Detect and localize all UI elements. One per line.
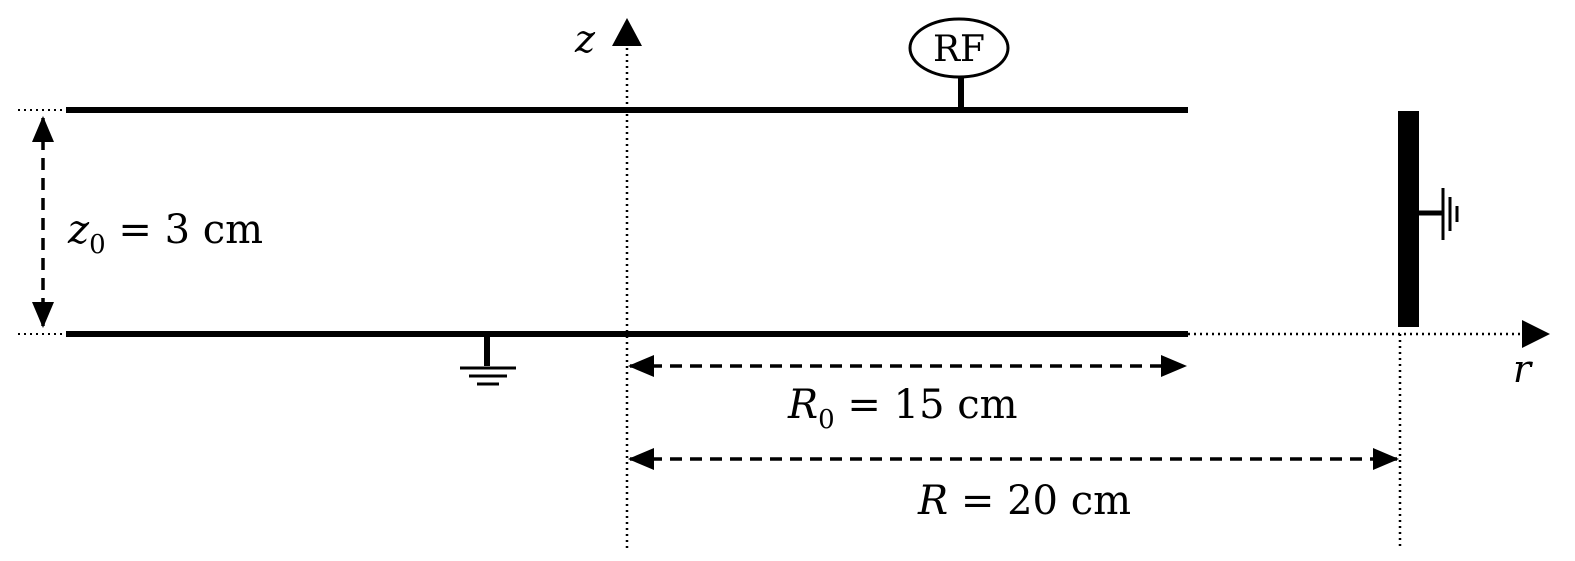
z-axis-arrowhead-icon bbox=[612, 18, 642, 46]
z-axis: z bbox=[574, 17, 642, 548]
rf-source-oval bbox=[908, 17, 1010, 79]
ground-symbol-icon bbox=[1419, 188, 1459, 240]
grounded-wall bbox=[1398, 111, 1459, 548]
electrode-radius-label: R0 = 15 cm bbox=[787, 382, 1018, 435]
rf-source: RF bbox=[908, 17, 1010, 110]
ground-symbol-icon bbox=[460, 334, 516, 386]
z-axis-label: z bbox=[574, 17, 596, 61]
gap-dimension: z0 = 3 cm bbox=[32, 116, 263, 328]
side-wall bbox=[1398, 111, 1419, 327]
r-axis: r bbox=[1188, 320, 1550, 391]
r-axis-label: r bbox=[1513, 347, 1534, 391]
gap-dimension-label: z0 = 3 cm bbox=[67, 207, 263, 260]
chamber-radius-dimension: R = 20 cm bbox=[628, 448, 1399, 524]
electrode-radius-dimension: R0 = 15 cm bbox=[628, 355, 1187, 435]
rf-source-label: RF bbox=[933, 29, 985, 70]
r-axis-arrowhead-icon bbox=[1522, 320, 1550, 348]
chamber-radius-label: R = 20 cm bbox=[917, 478, 1131, 524]
